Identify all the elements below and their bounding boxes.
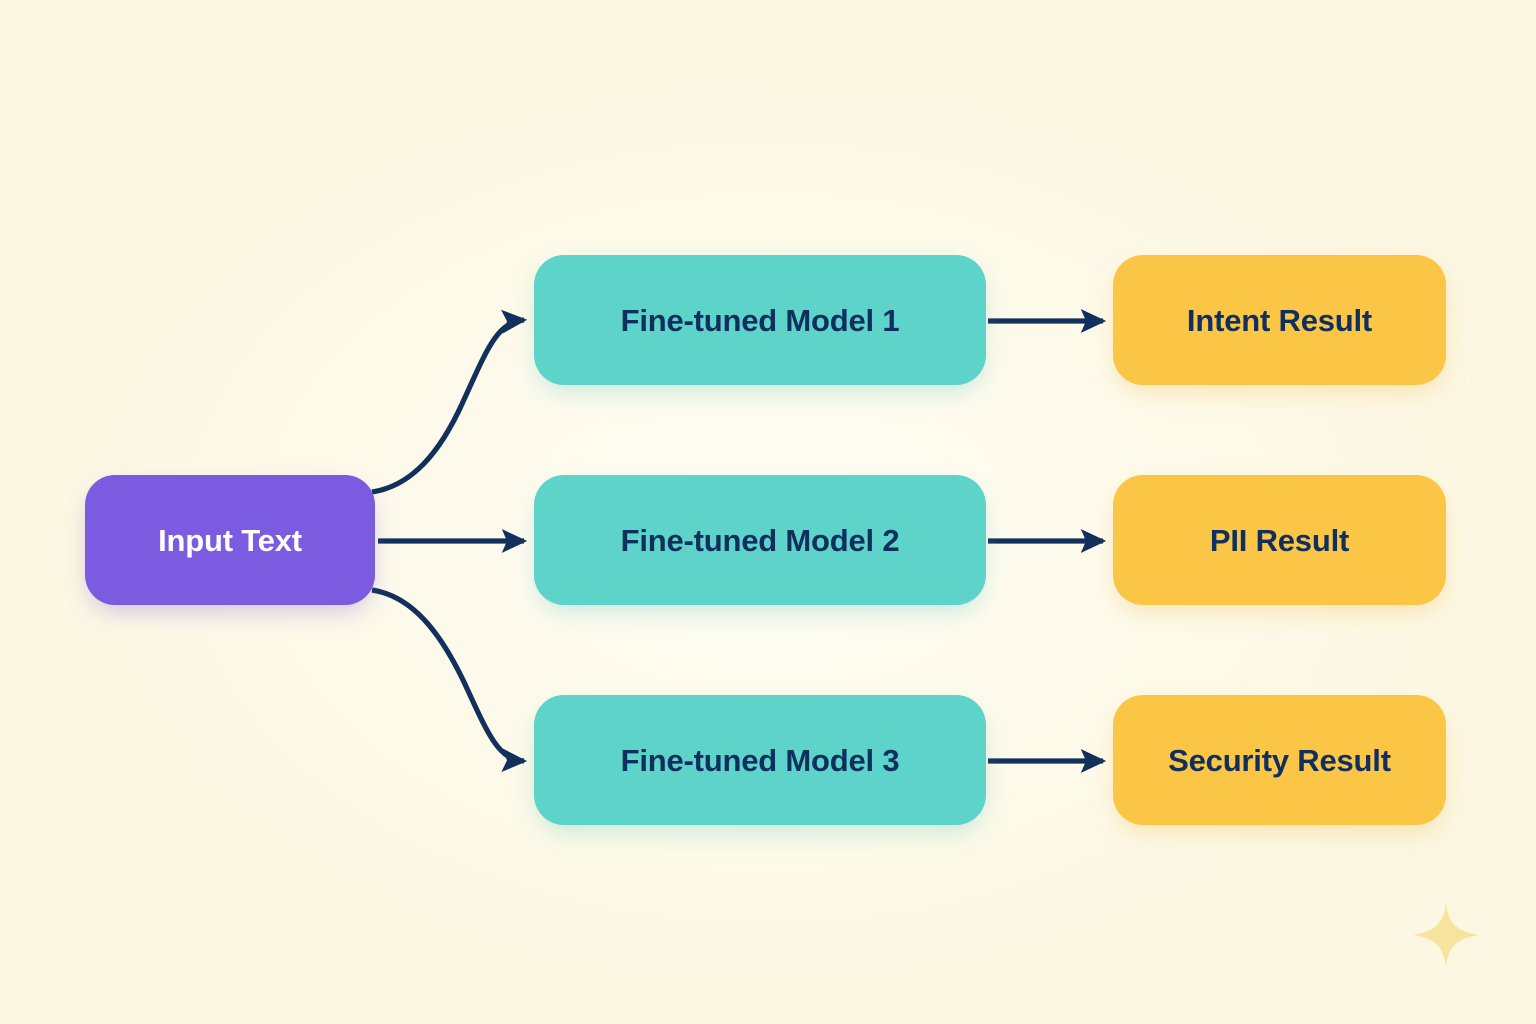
node-result-security[interactable]: Security Result	[1113, 695, 1446, 825]
sparkle-icon	[1413, 902, 1479, 968]
node-input-text-label: Input Text	[158, 522, 302, 558]
node-result-intent-label: Intent Result	[1186, 302, 1373, 338]
node-model-3[interactable]: Fine-tuned Model 3	[534, 695, 986, 825]
edge-input-model-1	[371, 309, 528, 495]
node-model-1[interactable]: Fine-tuned Model 1	[534, 255, 986, 385]
node-model-2-label: Fine-tuned Model 2	[620, 522, 900, 558]
edge-input-model-3	[371, 587, 528, 773]
node-result-pii-label: PII Result	[1209, 522, 1350, 558]
node-result-pii[interactable]: PII Result	[1113, 475, 1446, 605]
node-model-3-label: Fine-tuned Model 3	[620, 742, 900, 778]
node-input-text[interactable]: Input Text	[85, 475, 375, 605]
node-model-2[interactable]: Fine-tuned Model 2	[534, 475, 986, 605]
node-result-security-label: Security Result	[1168, 742, 1391, 778]
node-result-intent[interactable]: Intent Result	[1113, 255, 1446, 385]
node-model-1-label: Fine-tuned Model 1	[620, 302, 900, 338]
